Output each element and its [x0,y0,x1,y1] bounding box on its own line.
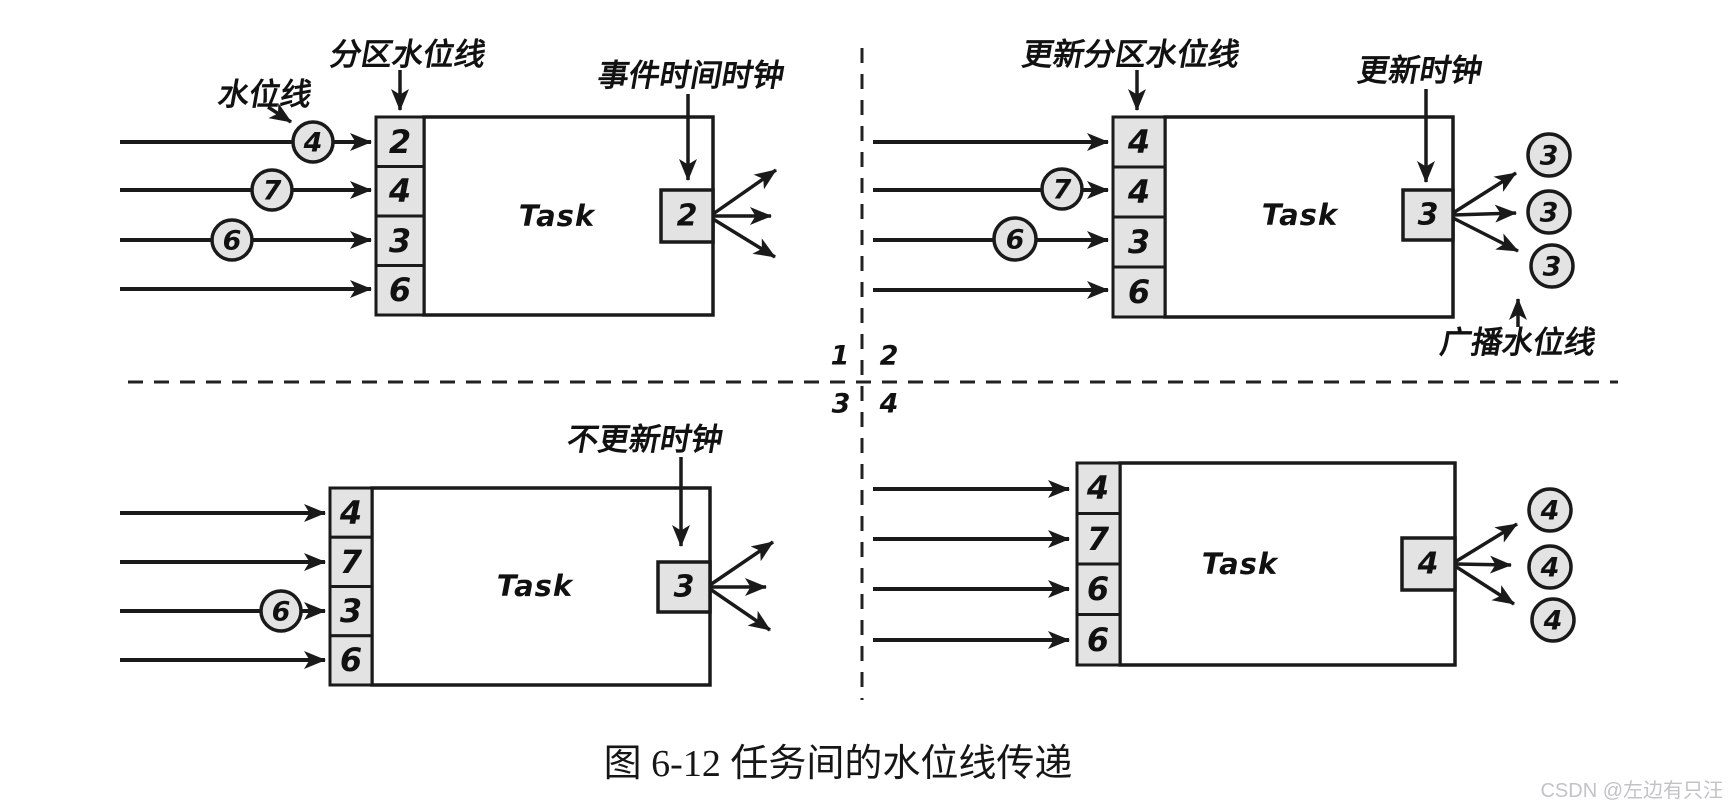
clock-value: 3 [674,570,695,605]
slot-value: 4 [339,494,362,532]
slot-value: 2 [389,123,411,161]
watermark-circle [250,168,294,212]
task-label: Task [519,199,596,233]
task-box [370,486,712,687]
watermark-circle [259,589,303,633]
slot-value: 6 [340,641,362,679]
partition-watermark-slot [1111,215,1167,269]
task-label: Task [1202,547,1279,581]
output-arrow [709,540,774,587]
quadrant-marker-3: 3 [832,389,851,420]
slot-value: 4 [1127,123,1150,161]
event-time-clock-box [1400,536,1457,592]
watermark-circle [210,218,254,262]
slot-value: 3 [389,222,411,260]
quadrant-marker-1: 1 [831,341,850,372]
output-arrow [1452,216,1519,253]
event-time-clock-box [656,560,712,614]
quadrant-4: Task 4 7 6 6 4 4 4 4 [873,461,1576,667]
slot-value: 7 [1087,520,1110,558]
slot-value: 4 [1127,173,1150,211]
broadcast-watermark-value: 3 [1540,141,1559,172]
watermark-value: 7 [263,176,282,207]
slot-value: 6 [1087,570,1109,608]
event-time-clock-label: 事件时间时钟 [595,58,787,94]
task-label: Task [1262,198,1339,232]
partition-watermark-slot [1111,165,1167,219]
output-arrow [709,587,771,632]
broadcast-watermark-circle [1526,189,1572,235]
broadcast-watermark-value: 4 [1543,606,1563,637]
slot-value: 4 [388,172,411,210]
partition-watermark-slot [328,585,374,638]
output-arrow [1452,171,1517,215]
clock-value: 4 [1417,547,1439,582]
quadrant-3: Task 4 7 3 6 6 3 不更新时钟 [120,422,774,687]
slot-value: 4 [1086,469,1109,507]
partition-watermark-slot [1111,265,1167,319]
quadrant-2: Task 4 4 3 6 7 6 3 3 3 3 更新分区水位线 更新时钟 广播… [873,37,1599,361]
partition-watermark-slot [1075,613,1122,667]
broadcast-watermark-circle [1527,487,1573,533]
partition-watermark-slot [328,634,374,687]
partition-watermark-slot [374,264,426,317]
quadrant-marker-4: 4 [879,389,899,420]
watermark-label: 水位线 [215,77,314,113]
slot-value: 7 [340,543,363,581]
clock-value: 2 [677,199,698,234]
partition-watermark-label: 分区水位线 [327,37,488,73]
watermark-circle [291,120,335,164]
partition-watermark-slot [328,486,374,539]
output-arrow [1454,555,1512,574]
broadcast-watermark-circle [1527,544,1573,590]
slot-value: 3 [340,592,362,630]
quadrant-1: Task 2 4 3 6 4 7 6 2 水位线 分区水位线 事件时间时钟 [120,37,787,317]
watermark-value: 6 [223,226,242,257]
watermark-value: 4 [303,128,323,159]
update-partition-watermark-label: 更新分区水位线 [1019,37,1242,73]
broadcast-watermark-value: 4 [1540,496,1560,527]
no-clock-update-label: 不更新时钟 [564,422,725,458]
slot-value: 6 [1128,273,1150,311]
watermark-circle [992,216,1038,262]
quadrant-marker-2: 2 [880,341,899,372]
watermark-value: 7 [1053,175,1072,206]
broadcast-watermark-value: 3 [1543,252,1562,283]
quadrant-dividers: 1 2 3 4 [128,48,1618,700]
figure-caption: 图 6-12 任务间的水位线传递 [604,743,1073,785]
output-arrow [1454,522,1518,564]
watermark-value: 6 [1006,225,1025,256]
clock-value: 3 [1418,198,1439,233]
broadcast-watermark-circle [1529,243,1575,289]
broadcast-watermark-circle [1526,132,1572,178]
watermark-value: 6 [272,597,291,628]
watermark-label-arrow [267,102,292,124]
slot-value: 6 [1087,621,1109,659]
watermark-circle [1040,167,1084,211]
partition-watermark-slot [1075,562,1122,616]
broadcast-watermark-label: 广播水位线 [1437,325,1598,361]
broadcast-watermark-circle [1530,597,1576,643]
broadcast-watermark-value: 3 [1540,198,1559,229]
output-arrow [1452,204,1517,223]
slot-value: 6 [389,271,411,309]
slot-value: 3 [1128,223,1150,261]
event-time-clock-box [1401,188,1455,242]
csdn-watermark: CSDN @左边有只汪 [1540,779,1723,802]
output-arrow [1454,564,1515,606]
output-arrow [711,168,778,216]
task-label: Task [497,569,574,603]
partition-watermark-slot [328,535,374,588]
broadcast-watermark-value: 4 [1540,553,1560,584]
update-clock-label: 更新时钟 [1355,53,1485,89]
output-arrow [712,217,776,259]
